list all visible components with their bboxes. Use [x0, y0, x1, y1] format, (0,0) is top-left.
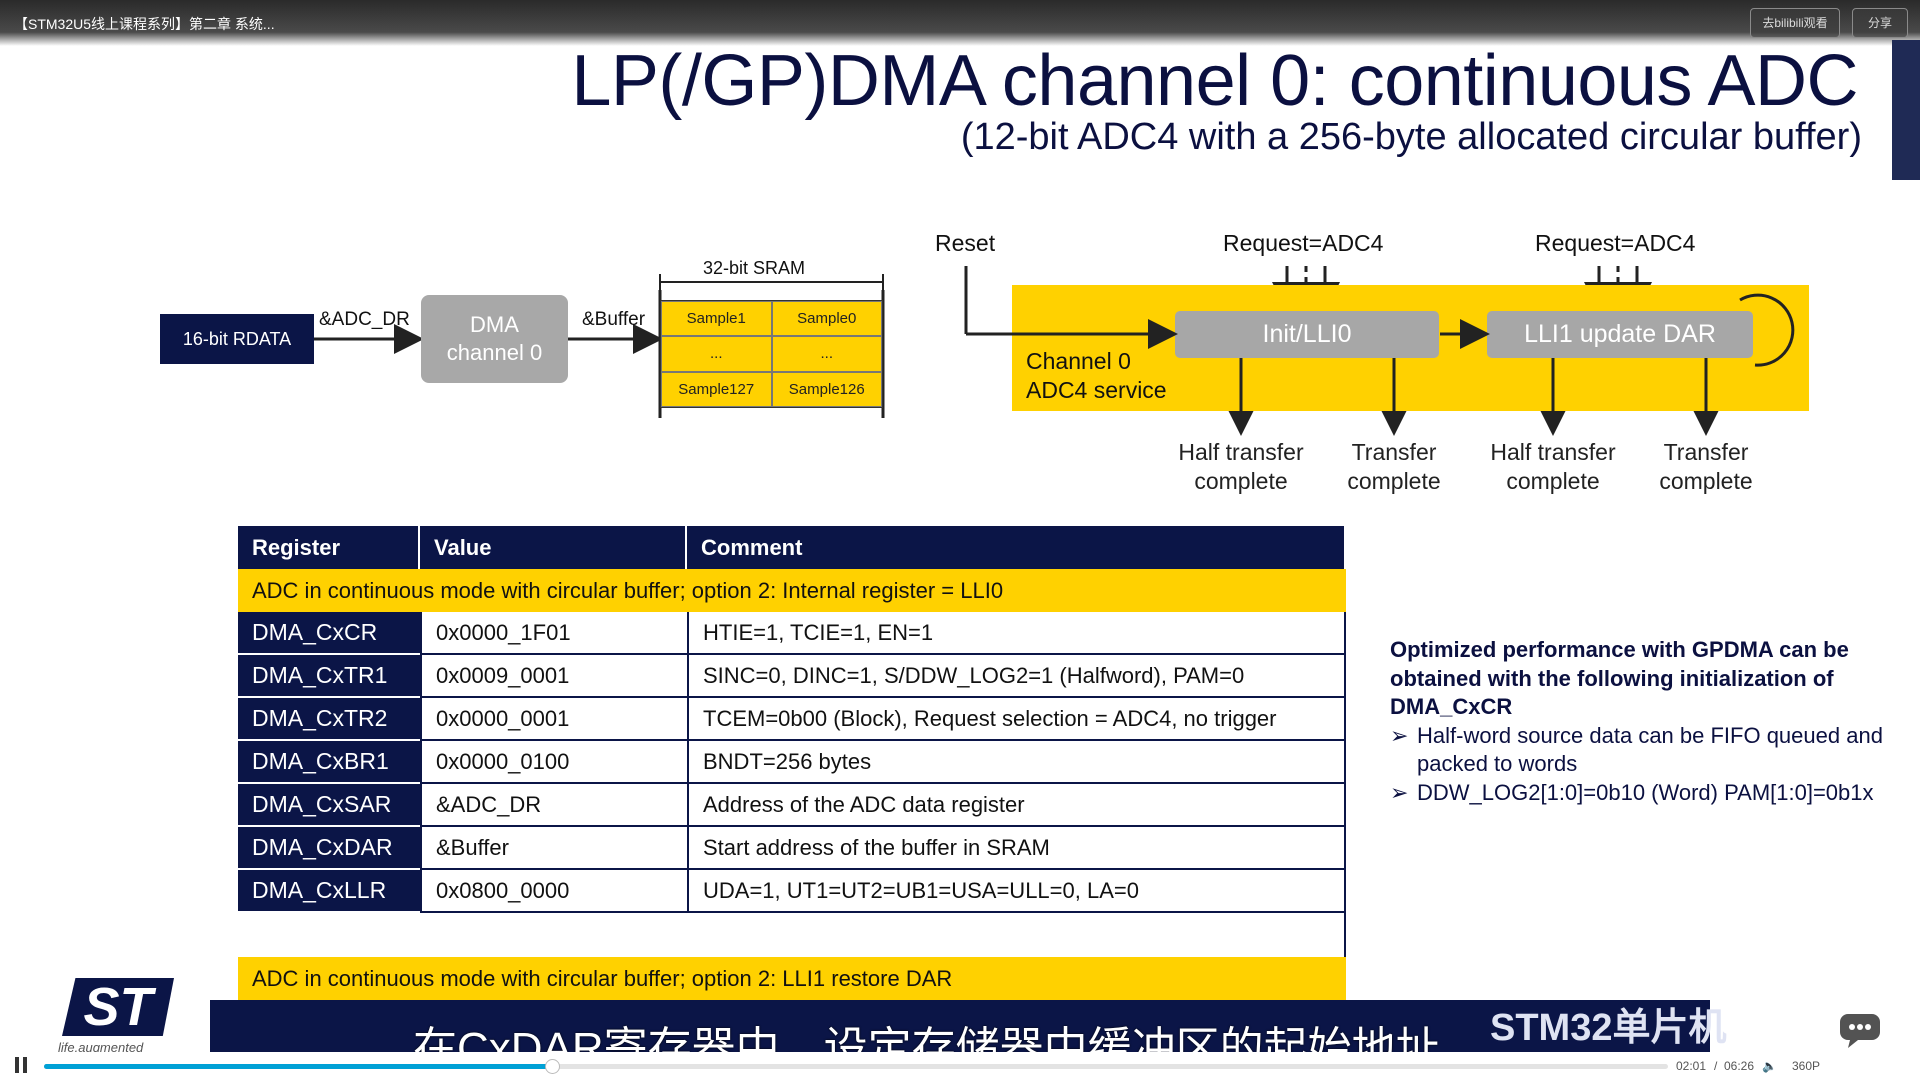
register-cell: DMA_CxTR2 [238, 698, 420, 741]
sram-cell: Sample0 [771, 301, 882, 337]
sram-label: 32-bit SRAM [703, 258, 806, 278]
reset-label: Reset [935, 230, 996, 256]
dma-channel-box: DMA channel 0 [421, 295, 568, 383]
sram-cell: Sample126 [771, 371, 882, 407]
value-cell: &ADC_DR [420, 784, 687, 827]
slide-subtitle: (12-bit ADC4 with a 256-byte allocated c… [960, 116, 1862, 158]
table-header: Register Value Comment [238, 526, 1346, 569]
top-bar: 【STM32U5线上课程系列】第二章 系统... 去bilibili观看 分享 [0, 0, 1920, 46]
chevron-right-icon: ➢ [1390, 779, 1409, 805]
event-line: complete [1506, 468, 1600, 494]
comment-cell: BNDT=256 bytes [687, 741, 1346, 784]
watch-on-bilibili-button[interactable]: 去bilibili观看 [1750, 8, 1840, 38]
comment-cell: TCEM=0b00 (Block), Request selection = A… [687, 698, 1346, 741]
volume-icon[interactable]: 🔈 [1762, 1059, 1777, 1073]
time-current: 02:01 [1676, 1059, 1707, 1073]
event-line: Transfer [1663, 439, 1749, 465]
quality-selector[interactable]: 360P [1792, 1059, 1821, 1073]
table-row: DMA_CxTR2 0x0000_0001 TCEM=0b00 (Block),… [238, 698, 1346, 741]
sram-grid: Sample1 Sample0 ... ... Sample127 Sample… [660, 300, 883, 408]
buffer-label: &Buffer [582, 309, 646, 330]
subtitle-band [210, 1000, 1710, 1052]
lli1-update-box: LLI1 update DAR [1487, 311, 1753, 358]
slide-title: LP(/GP)DMA channel 0: continuous ADC [571, 41, 1858, 121]
register-cell: DMA_CxSAR [238, 784, 420, 827]
video-title[interactable]: 【STM32U5线上课程系列】第二章 系统... [14, 16, 275, 32]
table-row: DMA_CxBR1 0x0000_0100 BNDT=256 bytes [238, 741, 1346, 784]
table-row: DMA_CxTR1 0x0009_0001 SINC=0, DINC=1, S/… [238, 655, 1346, 698]
channel-label-line2: ADC4 service [1026, 377, 1167, 403]
init-lli0-box: Init/LLI0 [1175, 311, 1439, 358]
chevron-right-icon: ➢ [1390, 722, 1409, 748]
event-transfer-2: Transfer complete [1652, 438, 1760, 496]
header-value: Value [420, 526, 687, 569]
event-half-transfer-2: Half transfer complete [1482, 438, 1624, 496]
event-transfer-1: Transfer complete [1340, 438, 1448, 496]
sram-cell: Sample1 [661, 301, 772, 337]
table-gap [238, 913, 1346, 957]
event-line: complete [1347, 468, 1441, 494]
event-line: complete [1194, 468, 1288, 494]
comment-cell: SINC=0, DINC=1, S/DDW_LOG2=1 (Halfword),… [687, 655, 1346, 698]
table-row: DMA_CxDAR &Buffer Start address of the b… [238, 827, 1346, 870]
comment-cell: HTIE=1, TCIE=1, EN=1 [687, 612, 1346, 655]
comment-cell: Address of the ADC data register [687, 784, 1346, 827]
chat-bubble-icon[interactable] [1838, 1010, 1890, 1050]
notes-heading: Optimized performance with GPDMA can be … [1390, 637, 1849, 719]
time-total: 06:26 [1724, 1059, 1755, 1073]
player-controls: 02:01 / 06:26 🔈 360P [0, 1052, 1920, 1080]
table-row: DMA_CxCR 0x0000_1F01 HTIE=1, TCIE=1, EN=… [238, 612, 1346, 655]
section-row-option2-lli0: ADC in continuous mode with circular buf… [238, 569, 1346, 612]
register-cell: DMA_CxBR1 [238, 741, 420, 784]
event-line: complete [1659, 468, 1753, 494]
time-separator: / [1714, 1059, 1718, 1073]
pause-icon[interactable] [12, 1057, 30, 1075]
notes-bullet: ➢ Half-word source data can be FIFO queu… [1390, 722, 1890, 779]
event-line: Transfer [1351, 439, 1437, 465]
channel-label-line1: Channel 0 [1026, 348, 1131, 374]
header-register: Register [238, 526, 420, 569]
value-cell: 0x0000_0001 [420, 698, 687, 741]
value-cell: &Buffer [420, 827, 687, 870]
value-cell: 0x0000_1F01 [420, 612, 687, 655]
sram-cell: Sample127 [661, 371, 772, 407]
rdata-box: 16-bit RDATA [160, 314, 314, 364]
register-cell: DMA_CxLLR [238, 870, 420, 913]
progress-thumb[interactable] [545, 1059, 561, 1074]
channel-label: Channel 0 ADC4 service [1026, 347, 1167, 405]
header-comment: Comment [687, 526, 1346, 569]
comment-cell: Start address of the buffer in SRAM [687, 827, 1346, 870]
notes-bullet-text: DDW_LOG2[1:0]=0b10 (Word) PAM[1:0]=0b1x [1417, 779, 1874, 805]
logo-tagline: life.augmented [58, 1040, 144, 1055]
notes-bullet-text: Half-word source data can be FIFO queued… [1417, 722, 1883, 777]
slide-edge-decoration [1892, 40, 1920, 180]
value-cell: 0x0009_0001 [420, 655, 687, 698]
event-half-transfer-1: Half transfer complete [1170, 438, 1312, 496]
adc-dr-label: &ADC_DR [319, 309, 410, 330]
share-button[interactable]: 分享 [1852, 8, 1908, 38]
value-cell: 0x0000_0100 [420, 741, 687, 784]
event-line: Half transfer [1490, 439, 1616, 465]
register-cell: DMA_CxDAR [238, 827, 420, 870]
progress-track[interactable] [44, 1059, 1668, 1074]
register-table: Register Value Comment ADC in continuous… [238, 526, 1346, 1000]
st-logo: ST [62, 978, 174, 1036]
played-bar [44, 1064, 553, 1069]
request-left-label: Request=ADC4 [1223, 230, 1384, 256]
table-row: DMA_CxSAR &ADC_DR Address of the ADC dat… [238, 784, 1346, 827]
watermark: STM32单片机 [1490, 1007, 1727, 1049]
sram-cell: ... [771, 336, 882, 372]
register-cell: DMA_CxCR [238, 612, 420, 655]
comment-cell: UDA=1, UT1=UT2=UB1=USA=ULL=0, LA=0 [687, 870, 1346, 913]
register-cell: DMA_CxTR1 [238, 655, 420, 698]
event-line: Half transfer [1178, 439, 1304, 465]
notes-bullet: ➢ DDW_LOG2[1:0]=0b10 (Word) PAM[1:0]=0b1… [1390, 779, 1890, 808]
optimization-notes: Optimized performance with GPDMA can be … [1390, 636, 1890, 807]
table-row: DMA_CxLLR 0x0800_0000 UDA=1, UT1=UT2=UB1… [238, 870, 1346, 913]
section-row-option2-lli1: ADC in continuous mode with circular buf… [238, 957, 1346, 1000]
request-right-label: Request=ADC4 [1535, 230, 1696, 256]
value-cell: 0x0800_0000 [420, 870, 687, 913]
sram-cell: ... [661, 336, 772, 372]
